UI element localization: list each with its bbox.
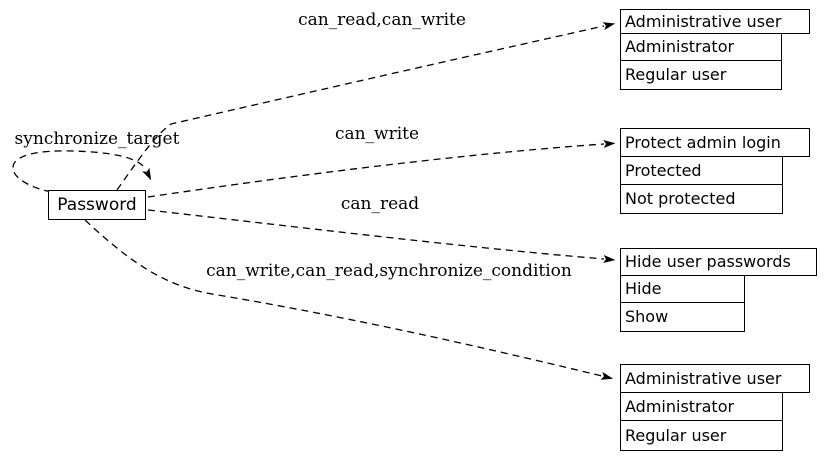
table-row: Hide [620, 275, 745, 303]
table-row: Not protected [620, 184, 783, 214]
table-row: Show [620, 302, 745, 332]
edge-label-can-read: can_read [340, 194, 420, 214]
edge-can-read-can-write [116, 22, 616, 191]
edge-label-can-read-can-write: can_read,can_write [298, 10, 466, 30]
edge-can-write-can-read-synchronize-condition [84, 219, 614, 380]
table-row: Regular user [620, 60, 782, 90]
password-node-label: Password [57, 194, 137, 215]
table-header: Administrative user [620, 364, 810, 393]
table-row: Regular user [620, 420, 783, 451]
table-header: Administrative user [620, 9, 810, 34]
table-header: Protect admin login [620, 128, 810, 157]
edge-label-can-write: can_write [334, 124, 420, 144]
table-row: Administrator [620, 392, 783, 421]
edge-self-loop-synchronize-target [12, 150, 152, 193]
table-header: Hide user passwords [620, 248, 817, 276]
table-row: Administrator [620, 33, 782, 61]
table-row: Protected [620, 156, 783, 185]
edge-can-write [147, 140, 616, 198]
edge-label-synchronize-target: synchronize_target [14, 129, 180, 149]
password-node: Password [48, 190, 146, 220]
edge-label-can-write-can-read-synchronize-condition: can_write,can_read,synchronize_condition [206, 261, 572, 281]
edge-can-read [147, 209, 616, 263]
